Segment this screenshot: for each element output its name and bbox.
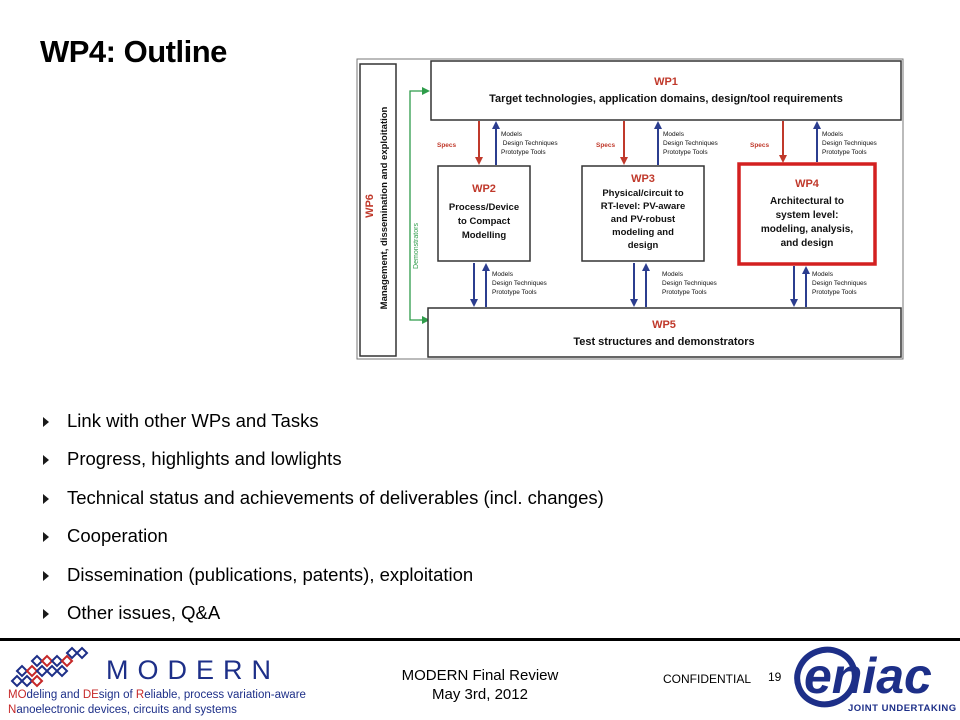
wp3-line: RT-level: PV-aware [601,201,685,212]
wp4-line: and design [781,238,834,249]
wp1-wp3-arrows: Specs Models Design Techniques Prototype… [596,121,719,165]
bullet-text: Progress, highlights and lowlights [67,448,342,470]
review-date: May 3rd, 2012 [432,686,528,703]
wp4-line: system level: [776,210,839,221]
eniac-logo: eniac JOINT UNDERTAKING [794,646,957,714]
bullet-arrow-icon [43,570,49,581]
review-title: MODERN Final Review [401,667,559,684]
list-item: Dissemination (publications, patents), e… [40,560,604,598]
wp4-box: WP4 Architectural to system level: model… [737,162,877,266]
wp2-line: Process/Device [449,202,519,213]
eniac-logo-text: eniac [804,648,932,704]
bullet-arrow-icon [43,493,49,504]
models-label: Design Techniques [822,140,878,147]
list-item: Cooperation [40,521,604,559]
models-label: Models [822,131,844,138]
modern-logo: MODERN [10,646,280,688]
specs-label: Specs [437,142,457,149]
wp6-box: WP6 Management, dissemination and exploi… [359,63,397,357]
models-label: Prototype Tools [501,149,546,156]
wp5-box: WP5 Test structures and demonstrators [427,307,902,358]
wp2-line: Modelling [462,230,507,241]
models-label: Prototype Tools [822,149,867,156]
wp3-title: WP3 [631,173,655,185]
bullet-arrow-icon [43,455,49,466]
wp4-line: modeling, analysis, [761,224,853,235]
eniac-logo-subtitle: JOINT UNDERTAKING [848,703,957,714]
wp6-label: Management, dissemination and exploitati… [379,106,390,309]
list-item: Link with other WPs and Tasks [40,406,604,444]
bullet-text: Other issues, Q&A [67,601,221,623]
models-label: Design Techniques [812,280,868,287]
wp3-line: design [628,240,659,251]
work-package-diagram: WP6 Management, dissemination and exploi… [356,58,904,360]
wp1-wp4-arrows: Specs Models Design Techniques Prototype… [750,121,878,163]
wp2-wp5-arrows: Models Design Techniques Prototype Tools [470,263,548,307]
models-label: Models [663,131,685,138]
models-label: Design Techniques [492,280,548,287]
wp1-box: WP1 Target technologies, application dom… [430,60,902,121]
modern-logo-mark [10,646,89,688]
wp2-line: to Compact [458,216,511,227]
bullet-arrow-icon [43,417,49,427]
bullet-text: Technical status and achievements of del… [67,486,604,508]
list-item: Technical status and achievements of del… [40,483,604,521]
modern-tagline-line2: Nanoelectronic devices, circuits and sys… [8,704,237,716]
wp1-text: Target technologies, application domains… [489,93,843,105]
modern-tagline-line1: MOdeling and DEsign of Reliable, process… [8,689,306,701]
wp1-title: WP1 [654,76,678,88]
wp4-line: Architectural to [770,196,844,207]
bullet-text: Dissemination (publications, patents), e… [67,563,474,585]
list-item: Progress, highlights and lowlights [40,444,604,482]
bullet-text: Cooperation [67,525,168,547]
wp2-title: WP2 [472,183,496,195]
specs-label: Specs [596,142,616,149]
demonstrators-label: Demonstrators [413,223,420,269]
models-label: Design Techniques [662,280,718,287]
models-label: Prototype Tools [492,289,537,296]
bullet-arrow-icon [43,532,49,543]
bullet-arrow-icon [43,608,49,619]
list-item: Other issues, Q&A [40,598,604,636]
slide-title: WP4: Outline [40,34,227,69]
modern-tagline: MOdeling and DEsign of Reliable, process… [8,688,306,718]
confidential-label: CONFIDENTIAL [663,672,752,686]
outline-list: Link with other WPs and Tasks Progress, … [40,406,604,636]
wp6-title: WP6 [364,194,376,218]
footer-divider [0,638,960,641]
wp4-wp5-arrows: Models Design Techniques Prototype Tools [790,266,868,307]
wp3-line: and PV-robust [611,214,676,225]
demonstrators-connector: Demonstrators [409,87,430,324]
models-label: Models [501,131,523,138]
page-number: 19 [768,670,782,684]
wp4-title: WP4 [795,178,820,190]
wp3-line: Physical/circuit to [602,188,684,199]
models-label: Prototype Tools [662,289,707,296]
models-label: Models [662,271,684,278]
models-label: Models [812,271,834,278]
wp1-wp2-arrows: Specs Models Design Techniques Prototype… [437,121,558,165]
wp3-box: WP3 Physical/circuit to RT-level: PV-awa… [581,165,705,262]
models-label: Models [492,271,514,278]
models-label: Prototype Tools [663,149,708,156]
wp5-title: WP5 [652,319,676,331]
modern-logo-text: MODERN [106,655,280,685]
footer-review-info: MODERN Final Review May 3rd, 2012 [360,666,600,704]
wp3-wp5-arrows: Models Design Techniques Prototype Tools [630,263,718,307]
specs-label: Specs [750,142,770,149]
wp2-box: WP2 Process/Device to Compact Modelling [437,165,531,262]
models-label: Design Techniques [501,140,558,147]
bullet-text: Link with other WPs and Tasks [67,410,319,431]
wp3-line: modeling and [612,227,674,238]
models-label: Prototype Tools [812,289,857,296]
wp5-text: Test structures and demonstrators [573,336,754,348]
models-label: Design Techniques [663,140,719,147]
